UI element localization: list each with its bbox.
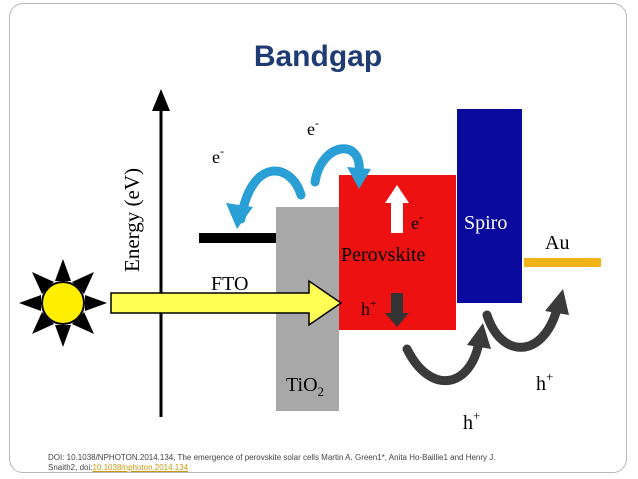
electron-up-arrow <box>385 185 409 233</box>
hole-inner-letter: h <box>361 299 370 319</box>
tio2-label-base: TiO <box>286 374 318 396</box>
citation-line-1: DOI: 10.1038/NPHOTON.2014.134, The emerg… <box>48 453 496 462</box>
fto-label: FTO <box>211 273 248 295</box>
hole-1-sup: + <box>546 369 553 384</box>
citation-doi-link[interactable]: 10.1038/nphoton.2014.134 <box>92 463 189 472</box>
hole-inner-label: h+ <box>361 296 377 319</box>
tio2-label: TiO2 <box>286 374 324 399</box>
hole-down-arrow <box>385 293 409 327</box>
hole-transfer-arrow-1-head <box>467 323 491 349</box>
tio2-label-subscript: 2 <box>318 384 325 399</box>
electron-transfer-arrow-2-head <box>347 167 371 189</box>
electron-inner-letter: e <box>411 213 419 233</box>
electron-1-letter: e <box>212 147 220 167</box>
electron-label-2: e- <box>307 116 319 139</box>
hole-2-sup: + <box>473 408 480 423</box>
light-arrow <box>110 279 343 327</box>
au-label: Au <box>545 232 569 254</box>
citation: DOI: 10.1038/NPHOTON.2014.134, The emerg… <box>48 453 588 473</box>
electron-transfer-arrow-2 <box>310 144 364 187</box>
energy-axis-arrowhead <box>152 89 170 111</box>
electron-transfer-arrow-1-head <box>226 203 253 229</box>
bandgap-diagram: Energy (eV) FTO TiO2 Perovskite e- h+ Sp… <box>19 89 601 434</box>
slide-title: Bandgap <box>253 40 383 73</box>
fto-level-bar <box>199 233 277 243</box>
citation-line-2-prefix: Snaith2, doi: <box>48 463 93 472</box>
electron-label-1: e- <box>212 144 224 167</box>
electron-1-sup: - <box>220 144 224 158</box>
sun-icon <box>19 259 107 347</box>
electron-2-sup: - <box>315 116 319 130</box>
perovskite-label: Perovskite <box>341 244 426 266</box>
spiro-label: Spiro <box>464 212 507 234</box>
hole-transfer-arrow-2 <box>482 304 562 352</box>
hole-label-2: h+ <box>463 408 480 434</box>
hole-transfer-arrow-1 <box>402 337 484 385</box>
electron-transfer-arrow-1 <box>236 166 306 224</box>
hole-transfer-arrow-2-head <box>545 289 569 315</box>
electron-inner-sup: - <box>419 210 423 224</box>
hole-label-1: h+ <box>536 369 553 395</box>
hole-2-letter: h <box>463 412 473 434</box>
energy-axis-label: Energy (eV) <box>120 168 144 272</box>
citation-line-2: Snaith2, doi:10.1038/nphoton.2014.134 <box>48 463 588 473</box>
hole-inner-sup: + <box>370 296 377 310</box>
hole-1-letter: h <box>536 373 546 395</box>
au-level-bar <box>524 258 601 267</box>
spiro-block <box>457 109 522 303</box>
electron-2-letter: e <box>307 119 315 139</box>
electron-inner-label: e- <box>411 210 423 233</box>
